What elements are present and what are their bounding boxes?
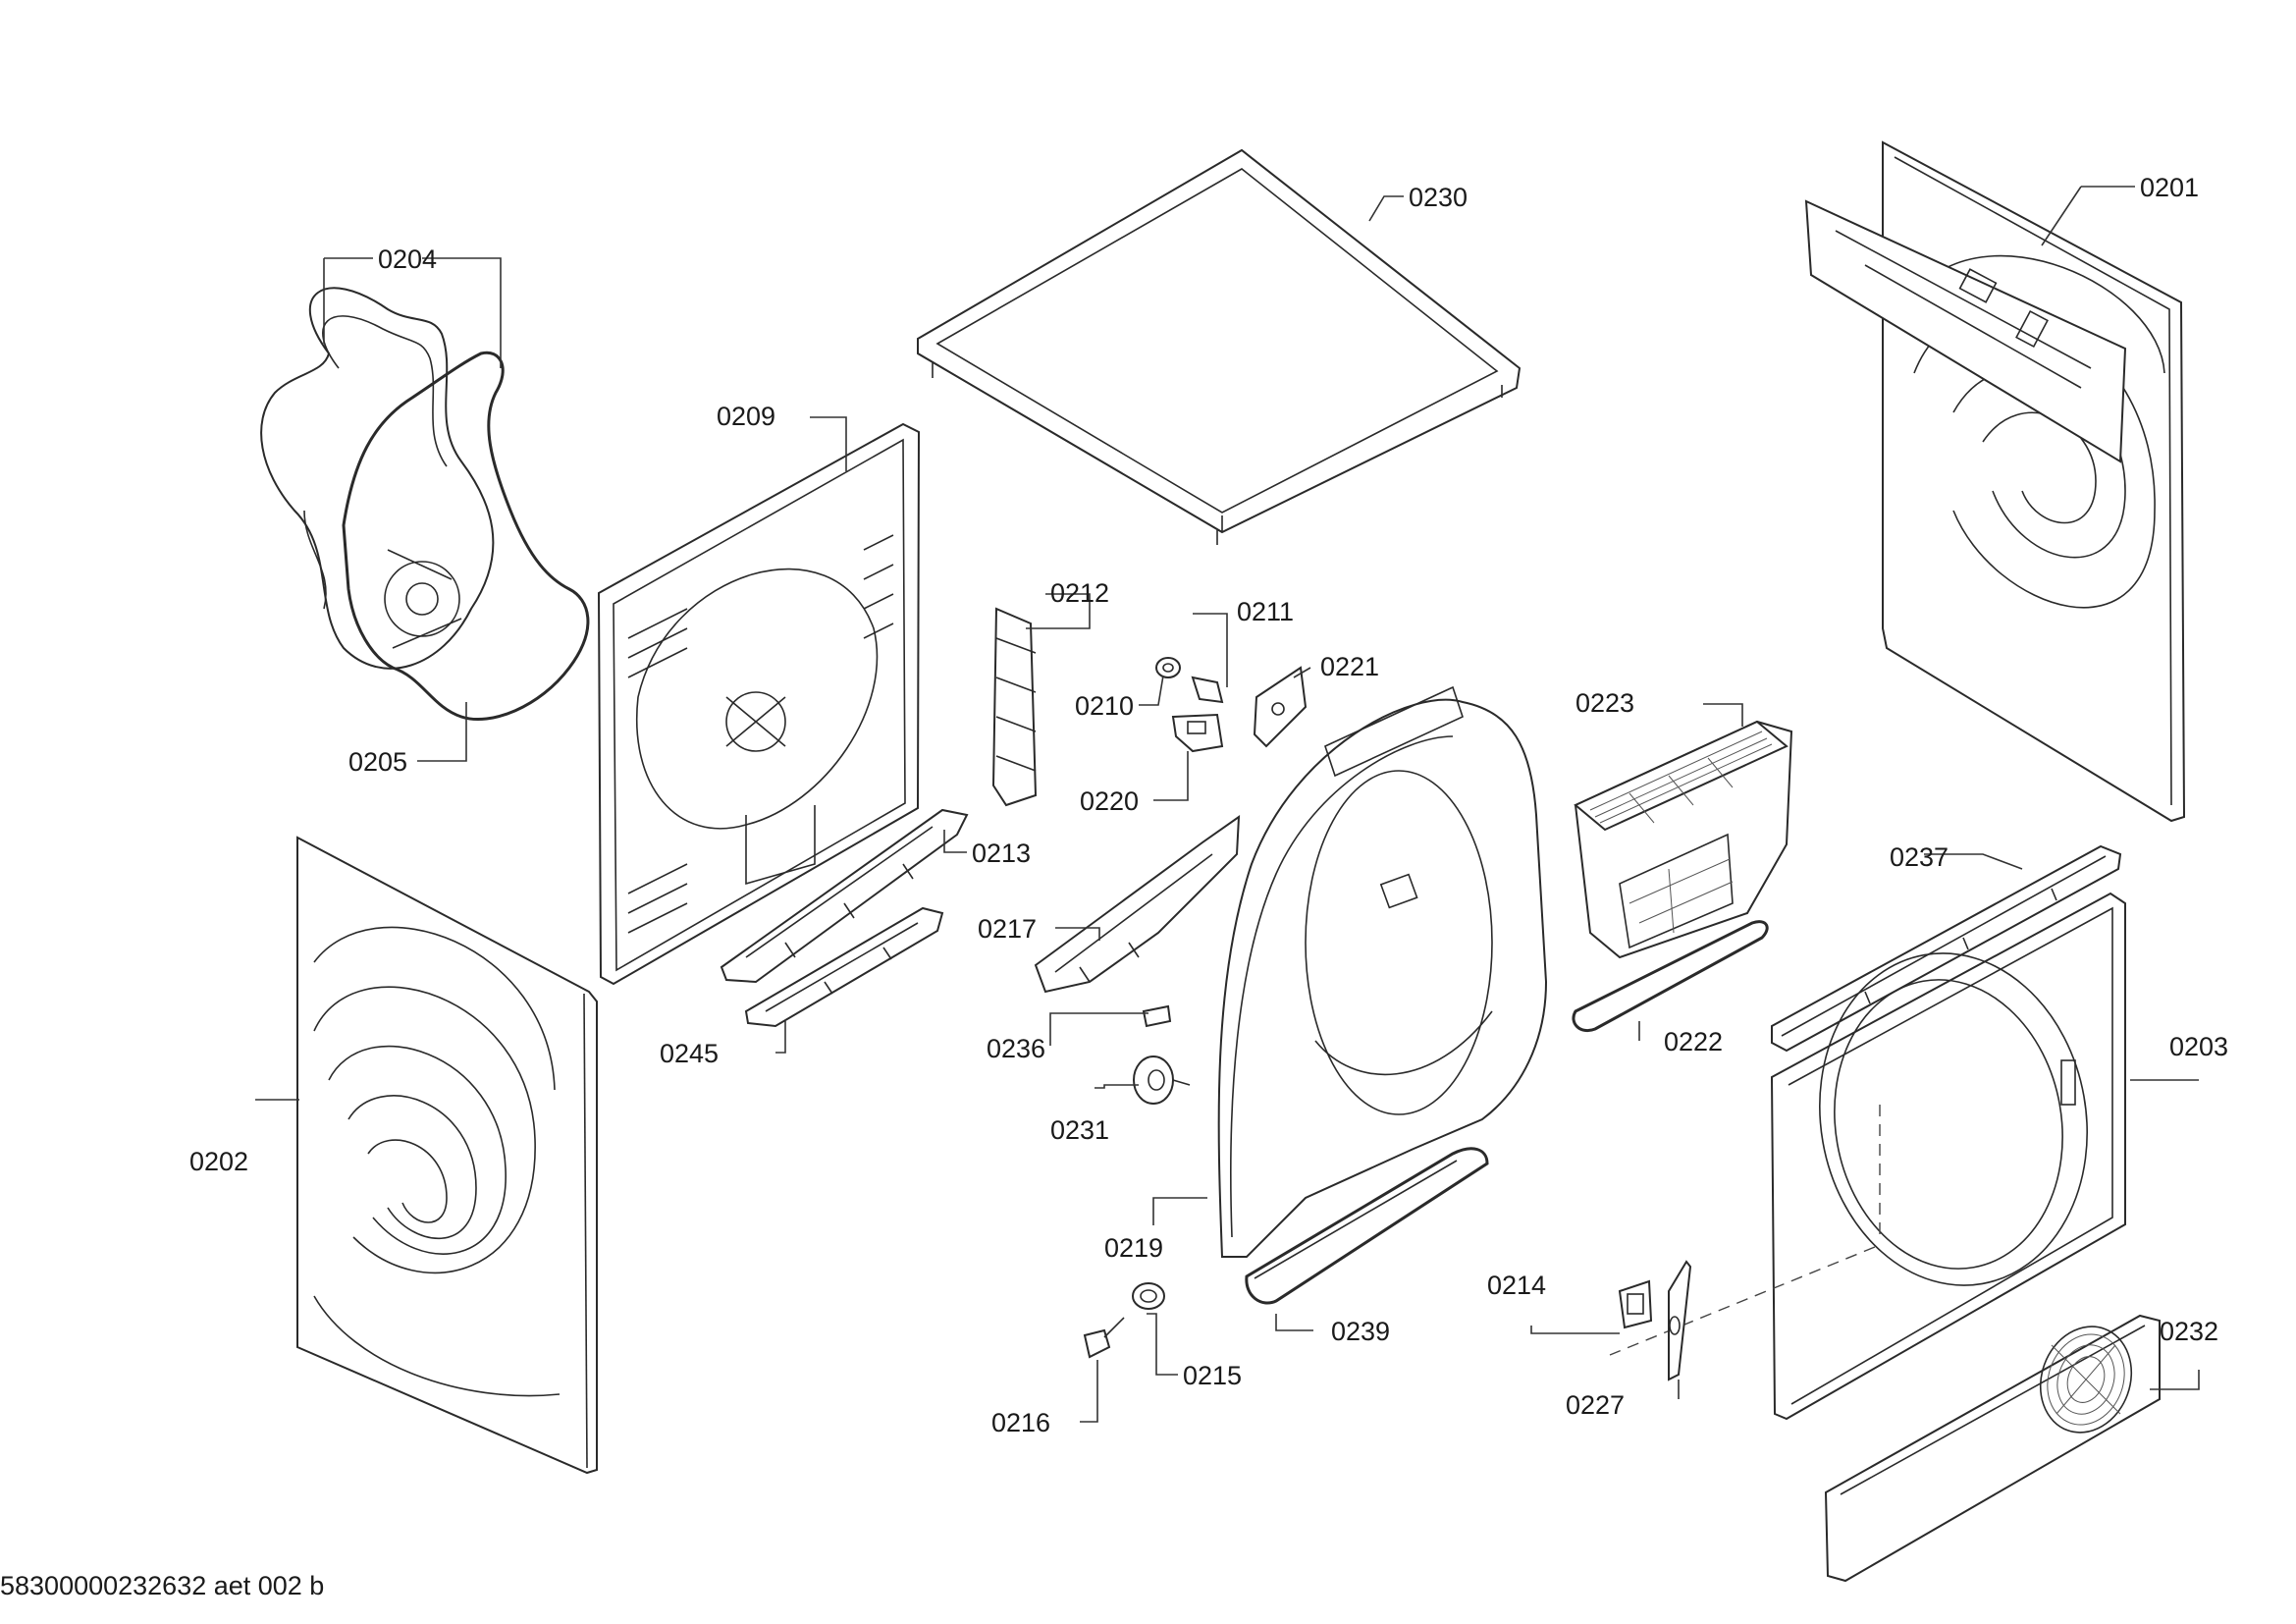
label-0217: 0217: [978, 914, 1037, 944]
label-0201: 0201: [2140, 173, 2199, 202]
leader-lines: [255, 186, 2200, 1423]
part-0239-seal: [1245, 1147, 1489, 1305]
part-0204-rear-shell: [260, 287, 495, 670]
label-0209: 0209: [717, 402, 775, 431]
part-0227-latch: [1668, 1260, 1692, 1381]
label-0245: 0245: [660, 1039, 719, 1068]
label-0221: 0221: [1320, 652, 1379, 681]
part-0205-gasket: [342, 351, 590, 722]
part-0245-rail: [744, 906, 944, 1028]
part-0221: [1253, 666, 1308, 748]
label-0227: 0227: [1566, 1390, 1625, 1420]
label-0211: 0211: [1237, 597, 1294, 626]
label-0215: 0215: [1183, 1361, 1242, 1390]
label-0214: 0214: [1487, 1271, 1546, 1300]
part-0201-side-panel: [1804, 140, 2186, 823]
part-0217-air-channel: [1034, 815, 1241, 994]
label-0223: 0223: [1575, 688, 1634, 718]
part-0213-rail: [720, 808, 969, 984]
part-0219-front-frame: [1217, 685, 1548, 1258]
label-0232: 0232: [2160, 1317, 2218, 1346]
label-0236: 0236: [987, 1034, 1045, 1063]
part-0203-front-panel: [1609, 892, 2126, 1421]
part-0209-rear-panel: [597, 422, 921, 986]
part-0216: [1083, 1317, 1125, 1359]
label-0219: 0219: [1104, 1233, 1163, 1263]
label-0213: 0213: [972, 839, 1031, 868]
label-0204: 0204: [378, 244, 437, 274]
label-0212: 0212: [1050, 578, 1109, 608]
part-0212-bracket: [991, 607, 1038, 807]
part-0214-door-lock: [1618, 1279, 1653, 1329]
part-0223-lint-filter: [1574, 720, 1793, 959]
document-id: 58300000232632 aet 002 b: [0, 1571, 325, 1600]
part-0231-fan-wheel: [1133, 1056, 1191, 1105]
label-0230: 0230: [1409, 183, 1468, 212]
label-0222: 0222: [1664, 1027, 1723, 1056]
label-0216: 0216: [991, 1408, 1050, 1437]
part-0210: [1155, 657, 1181, 678]
label-0237: 0237: [1890, 842, 1949, 872]
label-0231: 0231: [1050, 1115, 1109, 1145]
label-0239: 0239: [1331, 1317, 1390, 1346]
label-0203: 0203: [2169, 1032, 2228, 1061]
part-0237-rail: [1771, 844, 2122, 1053]
label-0202: 0202: [189, 1147, 248, 1176]
part-labels: 0201 0230 0204 0209 0212 0211 0221 0223 …: [189, 173, 2228, 1437]
part-0232-plinth: [1824, 1314, 2161, 1583]
label-0205: 0205: [348, 747, 407, 777]
label-0210: 0210: [1075, 691, 1134, 721]
part-0220: [1171, 713, 1224, 753]
label-0220: 0220: [1080, 786, 1139, 816]
part-0211: [1191, 676, 1224, 704]
part-0202-side-panel: [296, 836, 598, 1475]
part-0215: [1132, 1282, 1165, 1310]
part-0222-filter-seal: [1572, 920, 1769, 1032]
part-0230-top-cover: [917, 148, 1522, 545]
part-0236: [1142, 1004, 1172, 1028]
